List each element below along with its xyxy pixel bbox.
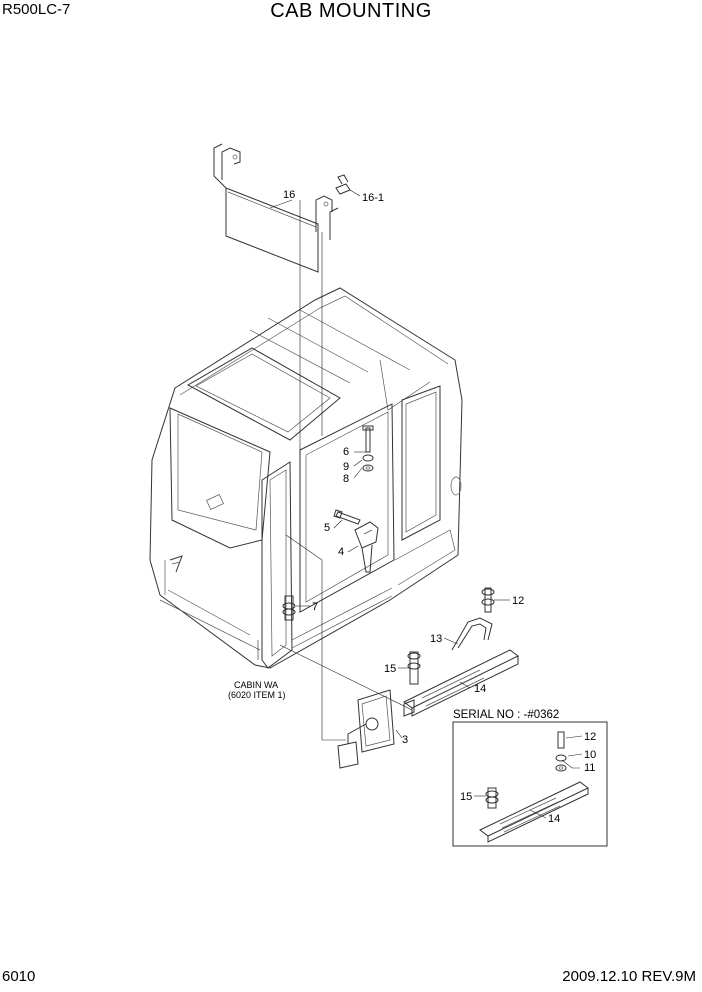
cab-body bbox=[149, 200, 463, 741]
serial-label: SERIAL NO : -#0362 bbox=[453, 709, 559, 721]
step-14 bbox=[403, 649, 519, 717]
model-number: R500LC-7 bbox=[2, 1, 71, 18]
sun-visor bbox=[213, 143, 339, 273]
bolt-15 bbox=[407, 651, 421, 685]
callout-16: 16 bbox=[283, 189, 295, 201]
revision-date: 2009.12.10 REV.9M bbox=[562, 968, 696, 985]
callout-4: 4 bbox=[338, 546, 344, 558]
serial-callout-14: 14 bbox=[548, 813, 560, 825]
callout-13: 13 bbox=[430, 633, 442, 645]
page-number: 6010 bbox=[2, 968, 36, 985]
serial-callout-11: 11 bbox=[584, 762, 595, 774]
serial-callout-10: 10 bbox=[584, 749, 596, 761]
serial-callout-12: 12 bbox=[584, 731, 596, 743]
leader-lines bbox=[269, 189, 583, 819]
callout-8: 8 bbox=[343, 473, 349, 485]
bolt-6-washers bbox=[362, 425, 374, 472]
bolt-5 bbox=[333, 509, 361, 525]
callout-3: 3 bbox=[402, 734, 408, 746]
serial-detail-box bbox=[452, 721, 608, 847]
bolt-7 bbox=[282, 595, 296, 621]
callout-15: 15 bbox=[384, 663, 396, 675]
mirror-3 bbox=[337, 689, 415, 769]
callout-7: 7 bbox=[312, 601, 318, 613]
bolt-16-1 bbox=[335, 174, 351, 195]
callout-5: 5 bbox=[324, 522, 330, 534]
serial-callout-15: 15 bbox=[460, 791, 472, 803]
cabin-note-line1: CABIN WA bbox=[234, 680, 278, 690]
cabin-note-line2: (6020 ITEM 1) bbox=[228, 690, 286, 700]
callout-6: 6 bbox=[343, 446, 349, 458]
callout-9: 9 bbox=[343, 461, 349, 473]
callout-16-1: 16-1 bbox=[362, 192, 384, 204]
bolt-12 bbox=[481, 587, 495, 613]
lever-4 bbox=[354, 521, 379, 573]
callout-12: 12 bbox=[512, 595, 524, 607]
page-title: CAB MOUNTING bbox=[270, 0, 432, 22]
callout-14: 14 bbox=[474, 683, 486, 695]
handrail-13 bbox=[451, 617, 493, 651]
